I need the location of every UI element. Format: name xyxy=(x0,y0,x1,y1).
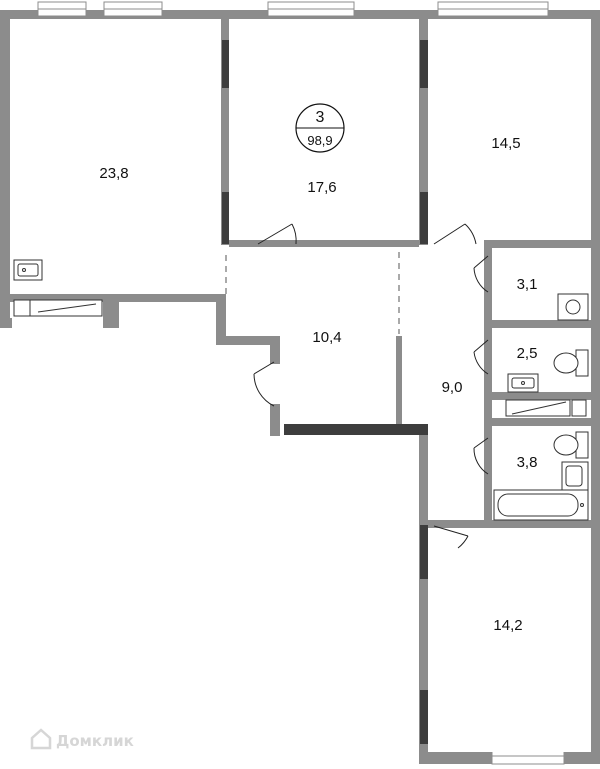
bearing-walls xyxy=(222,40,428,744)
room-labels: 23,8 17,6 14,5 10,4 9,0 3,1 2,5 3,8 14,2 xyxy=(99,135,537,634)
window-2 xyxy=(103,1,163,17)
room-area-kitchen-nook: 3,1 xyxy=(517,276,538,293)
watermark: Домклик xyxy=(30,728,134,750)
room-area-wc: 2,5 xyxy=(517,345,538,362)
shelf-icon xyxy=(505,399,587,417)
door-wc xyxy=(473,339,489,375)
window-3 xyxy=(267,1,355,17)
watermark-text: Домклик xyxy=(56,732,134,750)
bath-sink-icon xyxy=(561,461,589,491)
wc-sink-icon xyxy=(507,373,539,393)
washing-machine-icon xyxy=(557,293,589,321)
room-count: 3 xyxy=(316,109,325,126)
door-hall xyxy=(253,361,275,407)
room-area-bedroom-center: 17,6 xyxy=(307,179,336,196)
toilet-icon xyxy=(553,349,589,377)
fixtures xyxy=(13,259,589,521)
room-area-hall: 10,4 xyxy=(312,329,341,346)
door-bedroom-right xyxy=(433,223,477,245)
room-area-corridor: 9,0 xyxy=(442,379,463,396)
kitchen-counter-icon xyxy=(13,299,103,317)
windows xyxy=(37,1,565,765)
door-kitchen-nook xyxy=(473,255,489,293)
summary-badge: 3 98,9 xyxy=(295,103,345,153)
sink-icon xyxy=(13,259,43,281)
door-bedroom-bottom xyxy=(433,525,469,549)
dashed-borders xyxy=(225,252,400,334)
door-bedroom-center xyxy=(257,223,297,245)
window-1 xyxy=(37,1,87,17)
floors xyxy=(10,19,591,752)
bathtub-icon xyxy=(493,489,589,521)
room-area-bedroom-bottom: 14,2 xyxy=(493,617,522,634)
doors xyxy=(253,223,489,549)
window-4 xyxy=(437,1,549,17)
house-icon xyxy=(30,728,52,750)
room-area-living: 23,8 xyxy=(99,165,128,182)
room-area-bathroom: 3,8 xyxy=(517,454,538,471)
room-area-bedroom-right: 14,5 xyxy=(491,135,520,152)
total-area: 98,9 xyxy=(307,133,332,148)
bath-toilet-icon xyxy=(553,431,589,459)
door-bathroom xyxy=(473,437,489,475)
